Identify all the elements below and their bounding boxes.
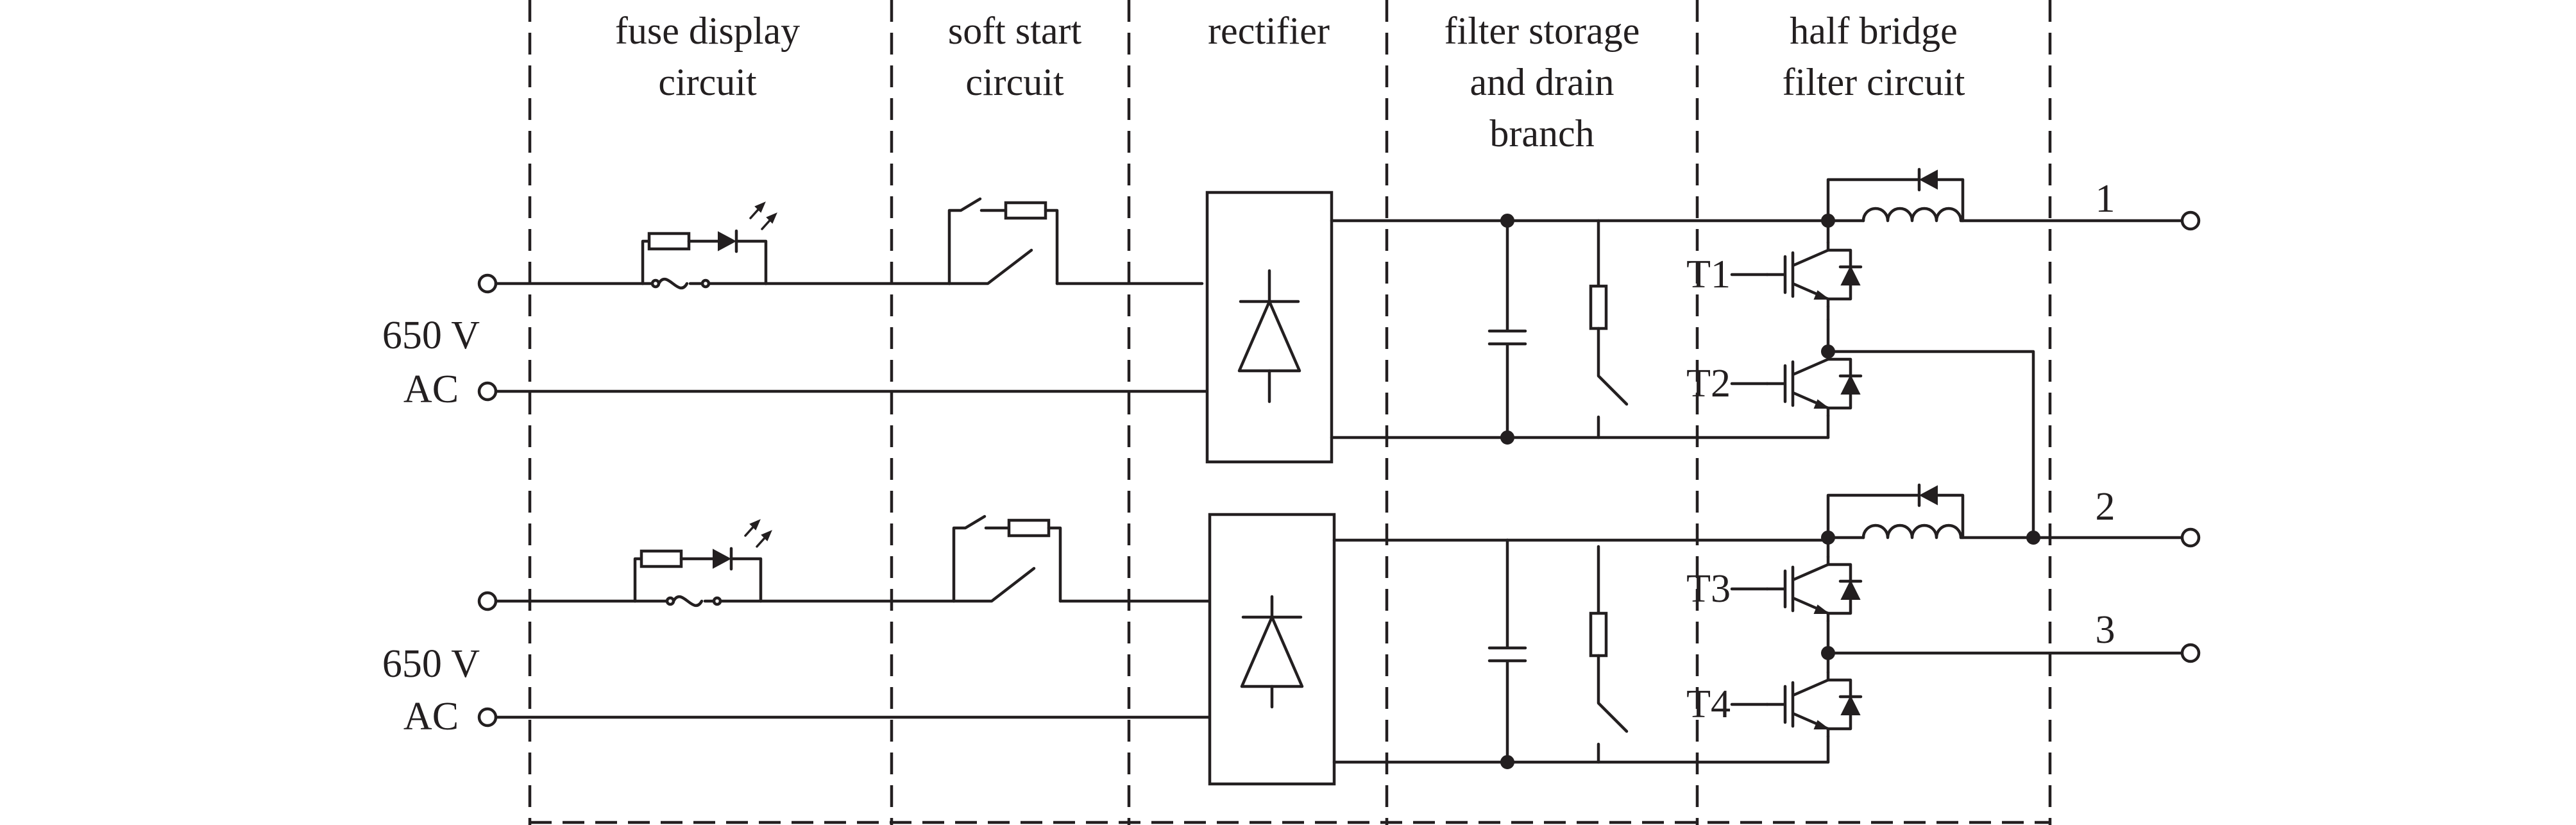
fuse-section-title-line1: fuse display: [615, 10, 800, 52]
filter-section-title-line1: filter storage: [1445, 10, 1640, 52]
filter-section-title-line2: and drain: [1470, 61, 1614, 103]
bottom-input-voltage-label: 650 V: [382, 642, 480, 686]
bottom-drain-resistor: [1589, 611, 1608, 658]
section-titles: fuse display circuit soft start circuit …: [615, 10, 1965, 155]
output-labels: 1 2 3: [2096, 177, 2115, 652]
bottom-fuse-display-circuit: [494, 519, 956, 608]
bottom-rectifier: [1208, 513, 1509, 786]
top-drain-resistor: [1589, 284, 1608, 330]
bottom-freewheel-diode: [1919, 485, 1938, 506]
top-half-bridge: [1730, 167, 2201, 540]
switch-label-t2: T2: [1686, 362, 1731, 405]
output-label-2: 2: [2096, 485, 2115, 529]
top-soft-start-circuit: [947, 197, 1204, 285]
soft-start-section-title-line1: soft start: [948, 10, 1082, 52]
rectifier-section-title: rectifier: [1208, 10, 1330, 52]
bottom-rectifier-box: [1208, 513, 1336, 786]
bottom-filter-storage-branch: [1487, 538, 1830, 769]
top-filter-storage-branch: [1487, 214, 1830, 445]
top-indicator-resistor: [647, 232, 691, 251]
input-labels: 650 V AC 650 V AC: [382, 314, 480, 738]
top-fuse-display-circuit: [494, 201, 951, 290]
top-led-diode: [718, 231, 737, 251]
top-input-voltage-label: 650 V: [382, 314, 480, 357]
top-soft-start-resistor: [1004, 201, 1047, 220]
switch-label-t1: T1: [1686, 253, 1731, 296]
bottom-half-bridge: [1730, 483, 2201, 764]
top-rectifier-box: [1205, 191, 1334, 464]
bottom-fuse: [672, 595, 704, 608]
section-dividers: [528, 0, 2052, 825]
half-bridge-section-title-line1: half bridge: [1790, 10, 1958, 52]
bottom-indicator-resistor: [640, 549, 683, 568]
bottom-line-terminal: [477, 591, 498, 611]
half-bridge-section-title-line2: filter circuit: [1783, 61, 1965, 103]
top-freewheel-diode: [1919, 169, 1938, 190]
switch-labels: T1 T2 T3 T4: [1686, 253, 1731, 726]
top-fuse: [657, 277, 689, 290]
soft-start-section-title-line2: circuit: [965, 61, 1064, 103]
output-terminal-2: [2180, 527, 2201, 548]
output-label-1: 1: [2096, 177, 2115, 221]
top-input-ac-label: AC: [403, 368, 459, 411]
bottom-filter-inductor: [1861, 523, 1963, 540]
output-terminal-1: [2180, 210, 2201, 231]
switch-label-t4: T4: [1686, 683, 1731, 726]
bottom-input-ac-label: AC: [403, 695, 459, 738]
output-label-3: 3: [2096, 608, 2115, 652]
top-filter-inductor: [1861, 207, 1963, 223]
input-terminals: [477, 273, 498, 727]
top-rectifier: [1205, 191, 1509, 464]
switch-label-t3: T3: [1686, 567, 1731, 611]
filter-section-title-line3: branch: [1489, 112, 1594, 155]
bottom-soft-start-resistor: [1007, 518, 1051, 538]
fuse-section-title-line2: circuit: [658, 61, 757, 103]
bottom-neutral-terminal: [477, 707, 498, 727]
bottom-led-diode: [713, 549, 732, 569]
top-neutral-terminal: [477, 381, 498, 402]
output-terminal-3: [2180, 643, 2201, 663]
top-line-terminal: [477, 273, 498, 294]
bottom-soft-start-circuit: [952, 515, 1212, 603]
